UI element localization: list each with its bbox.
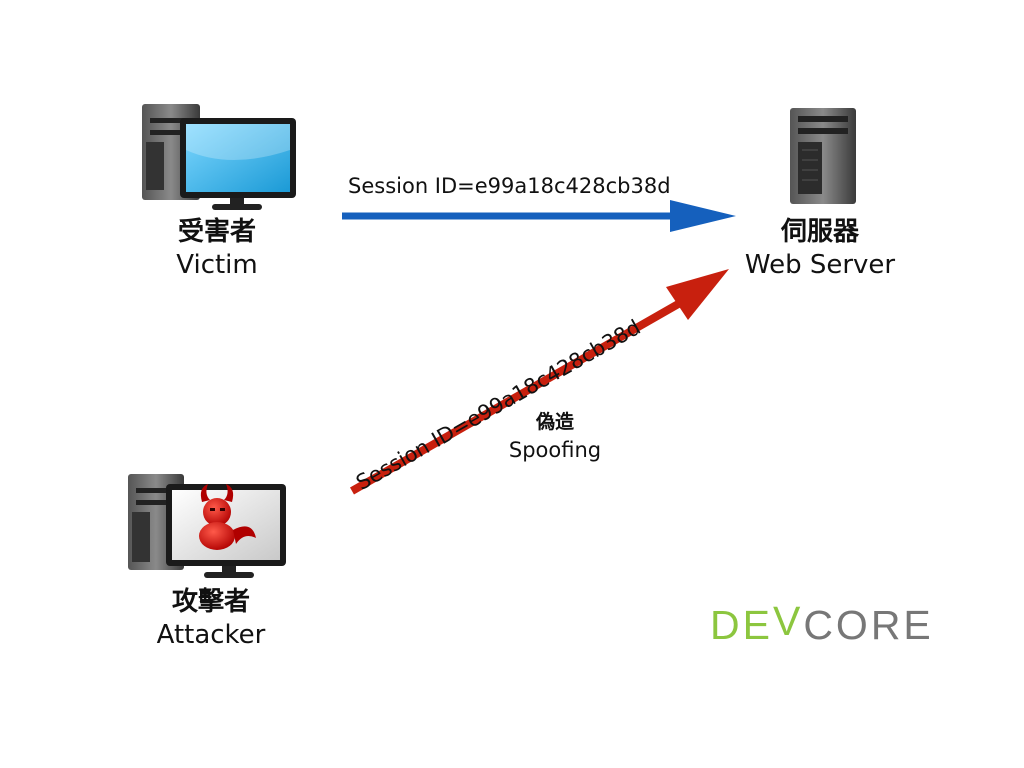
victim-label-zh: 受害者 [177, 217, 256, 247]
devil-icon [199, 484, 256, 550]
attacker-computer-icon [128, 474, 286, 578]
spoofing-label-en: Spoofing [508, 437, 602, 462]
victim-computer-icon [142, 104, 296, 210]
logo-part-v: V [772, 598, 804, 644]
spoofing-label: 偽造 Spoofing [470, 410, 640, 464]
victim-label-en: Victim [176, 249, 258, 280]
attacker-label-en: Attacker [156, 619, 266, 650]
attacker-to-server-arrow [350, 269, 729, 495]
server-tower-icon [790, 108, 856, 204]
victim-to-server-arrow [342, 200, 736, 232]
server-label-zh: 伺服器 [780, 217, 859, 247]
attacker-label: 攻擊者 Attacker [126, 586, 296, 651]
logo-part-de: DE [710, 602, 773, 648]
devcore-logo: DEVCORE [710, 598, 934, 649]
server-label-en: Web Server [744, 249, 896, 280]
server-label: 伺服器 Web Server [730, 216, 910, 281]
spoofing-label-zh: 偽造 [535, 411, 574, 433]
victim-label: 受害者 Victim [134, 216, 300, 281]
victim-session-id-label: Session ID=e99a18c428cb38d [348, 174, 671, 198]
attacker-label-zh: 攻擊者 [171, 587, 250, 617]
logo-part-core: CORE [803, 602, 934, 648]
